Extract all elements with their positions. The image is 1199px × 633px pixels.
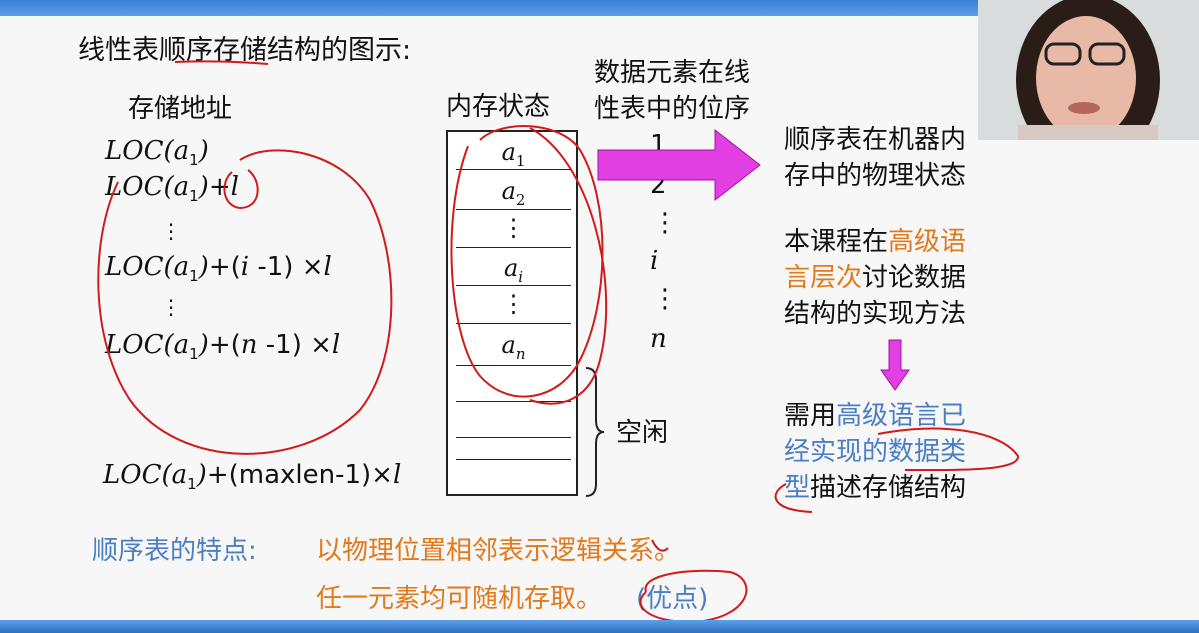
description-line2: 经实现的数据类: [784, 437, 967, 467]
address-maxlen: LOC(a1)+(maxlen-1)×l: [103, 460, 402, 494]
address-ai: LOC(a1)+(i -1) ×l: [105, 252, 332, 286]
course-level-line3: 结构的实现方法: [784, 299, 967, 329]
red-handwriting: [97, 60, 1019, 624]
position-i: i: [650, 246, 659, 276]
header-memory: 内存状态: [446, 92, 551, 122]
address-an: LOC(a1)+(n -1) ×l: [105, 330, 341, 364]
header-address: 存储地址: [128, 94, 233, 124]
header-position-line1: 数据元素在线: [594, 58, 751, 88]
memory-cell-free: [456, 366, 571, 402]
presenter-avatar: [978, 0, 1199, 140]
bottom-bar: [0, 620, 1199, 633]
advantage-label: (优点): [636, 584, 709, 614]
memory-cell-ai: ai: [456, 248, 571, 286]
description-line3: 型描述存储结构: [784, 473, 967, 503]
feature-line2: 任一元素均可随机存取。: [316, 584, 603, 614]
course-level-text: 本课程在高级语 言层次讨论数据 结构的实现方法: [784, 224, 966, 332]
address-a1-plus-l: LOC(a1)+l: [105, 172, 239, 206]
physical-state-line1: 顺序表在机器内: [784, 125, 967, 155]
slide-title: 线性表顺序存储结构的图示:: [78, 35, 412, 66]
ellipsis: ···: [167, 289, 175, 327]
address-a1: LOC(a1): [105, 136, 209, 170]
course-level-line2: 言层次讨论数据: [784, 263, 967, 293]
memory-cell-a1: a1: [456, 132, 571, 170]
position-n: n: [650, 324, 667, 354]
position-ellipsis: ⋮: [652, 284, 678, 314]
description-line1: 需用高级语言已: [784, 401, 967, 431]
physical-state-text: 顺序表在机器内 存中的物理状态: [784, 122, 966, 194]
position-ellipsis: ⋮: [652, 208, 678, 238]
physical-state-line2: 存中的物理状态: [784, 161, 967, 191]
down-arrow: [880, 339, 910, 391]
memory-cell-free: [456, 402, 571, 438]
big-right-arrow: [597, 128, 761, 202]
memory-cell-a2: a2: [456, 170, 571, 210]
free-label: 空闲: [616, 418, 669, 448]
features-label: 顺序表的特点:: [92, 536, 257, 566]
course-level-line1: 本课程在高级语: [784, 227, 967, 257]
header-position-line2: 性表中的位序: [594, 94, 751, 124]
memory-cell-an: an: [456, 324, 571, 366]
description-text: 需用高级语言已 经实现的数据类 型描述存储结构: [784, 398, 966, 506]
feature-line1: 以物理位置相邻表示逻辑关系。: [316, 536, 681, 566]
ellipsis: ···: [167, 213, 175, 251]
top-bar: [0, 0, 1199, 16]
memory-block: a1 a2 ⋮ ai ⋮ an: [446, 130, 578, 496]
memory-cell-ellipsis: ⋮: [456, 286, 571, 324]
memory-cell-ellipsis: ⋮: [456, 210, 571, 248]
memory-cell-free: [456, 438, 571, 460]
presenter-video: [978, 0, 1199, 140]
